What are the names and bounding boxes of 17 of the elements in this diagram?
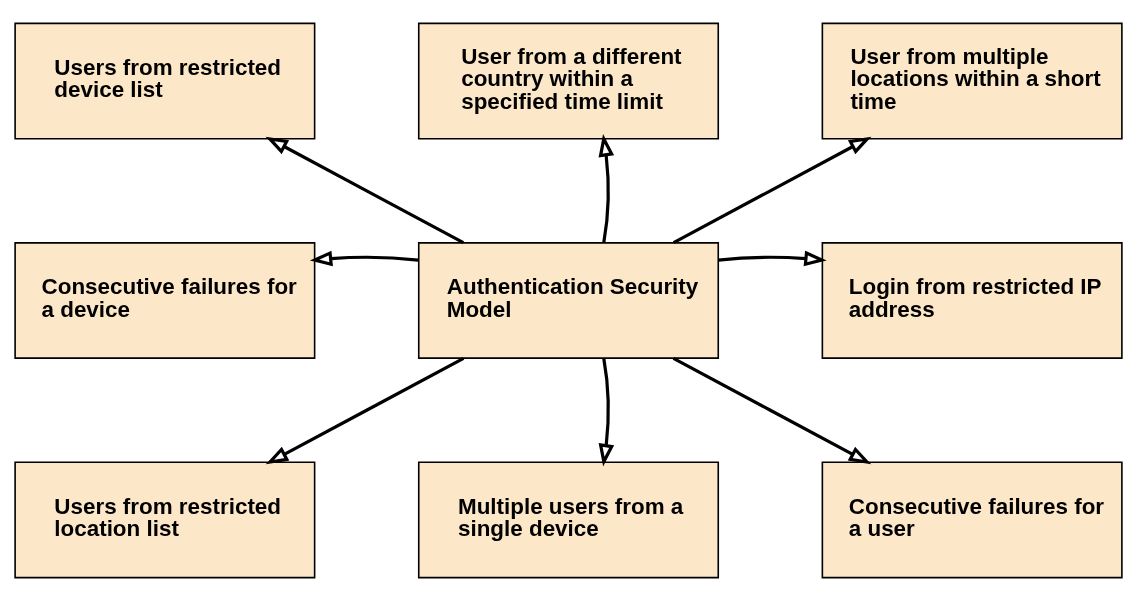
arrow: [265, 136, 465, 244]
node-box: Authentication Security Model: [417, 241, 720, 359]
arrow: [672, 356, 872, 464]
node-box: User from a different country within a specified time limit: [417, 22, 720, 140]
arrow: [265, 356, 465, 464]
node-box: Consecutive failures for a device: [14, 241, 316, 359]
node-box: Multiple users from a single device: [417, 460, 720, 578]
node-box: User from multiple locations within a short time: [821, 22, 1123, 140]
node-box: Login from restricted IP address: [821, 241, 1123, 359]
arrow: [309, 250, 419, 266]
arrow: [598, 357, 615, 466]
arrow: [718, 250, 827, 266]
node-box: Users from restricted location list: [14, 460, 316, 578]
node-box: Users from restricted device list: [14, 22, 316, 140]
arrow: [672, 136, 872, 244]
node-box: Consecutive failures for a user: [821, 460, 1123, 578]
arrow: [598, 133, 615, 242]
